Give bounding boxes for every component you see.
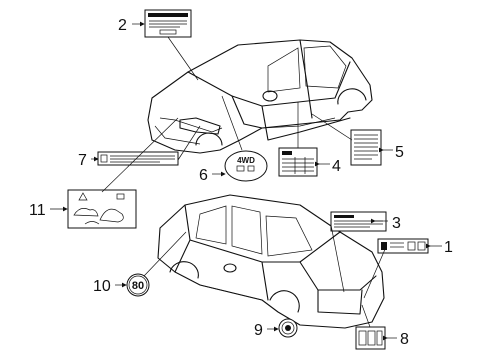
label-11-graphic (67, 189, 137, 229)
callout-2: 2 (118, 17, 127, 34)
label-9-graphic (278, 318, 298, 338)
label-6-graphic: 4WD (224, 150, 268, 182)
callout-8: 8 (400, 331, 409, 348)
label-6-text: 4WD (237, 156, 255, 165)
callout-numbers: 1 2 3 4 5 6 7 8 9 10 11 (29, 17, 453, 348)
label-5-graphic (350, 129, 382, 166)
label-7-graphic (97, 151, 179, 166)
callout-5: 5 (395, 144, 404, 161)
label-4-graphic (278, 147, 318, 177)
label-10-text: 80 (132, 280, 144, 292)
callout-7: 7 (78, 152, 87, 169)
callout-arrows (50, 21, 442, 341)
label-3-graphic (330, 211, 387, 232)
label-10-graphic: 80 (126, 273, 150, 297)
callout-3: 3 (392, 215, 401, 232)
label-2-graphic (144, 9, 192, 38)
label-1-graphic (377, 238, 429, 254)
label-8-graphic (355, 326, 386, 350)
callout-9: 9 (254, 322, 263, 339)
callout-10: 10 (93, 278, 111, 295)
callout-4: 4 (332, 158, 341, 175)
upper-vehicle (147, 39, 373, 154)
callout-6: 6 (199, 167, 208, 184)
leader-lines (101, 36, 387, 328)
callout-11: 11 (29, 202, 46, 219)
lower-vehicle (157, 194, 385, 329)
callout-1: 1 (444, 239, 453, 256)
